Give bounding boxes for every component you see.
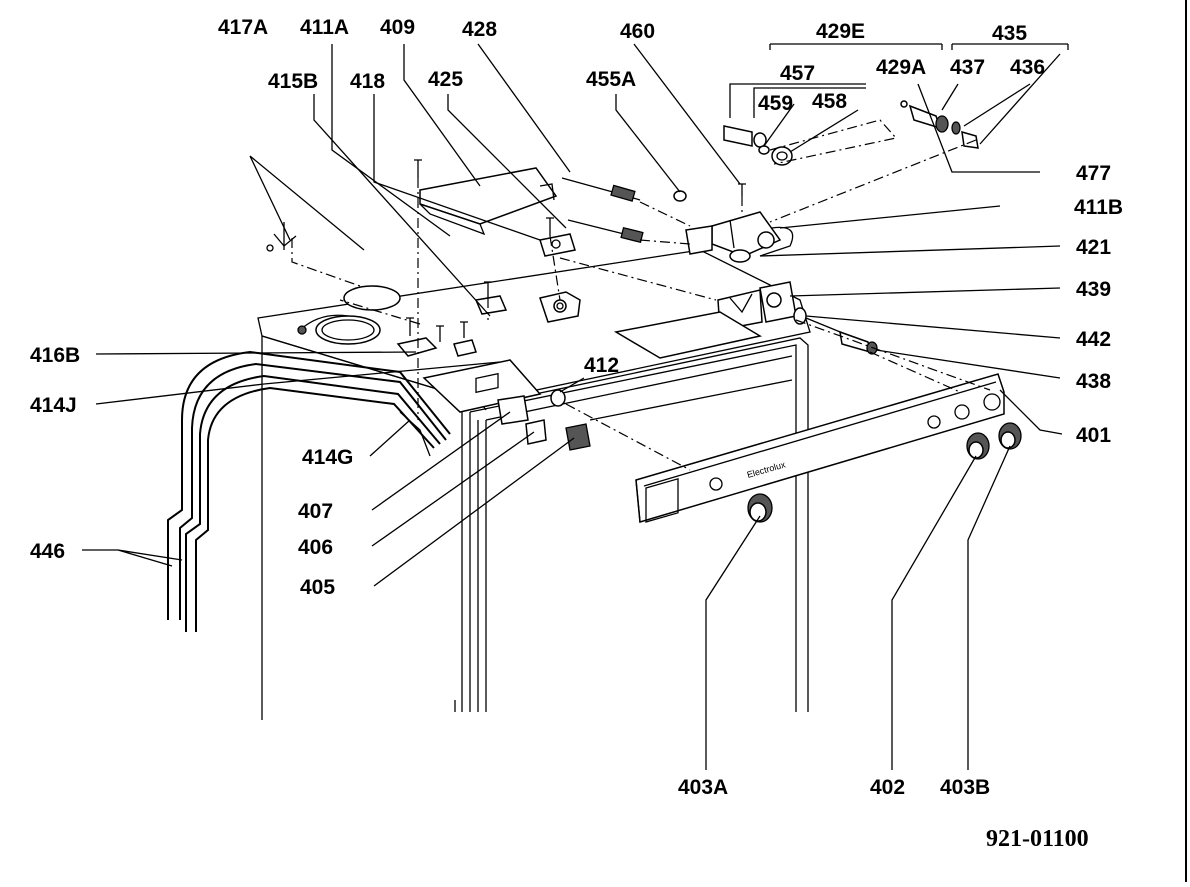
callout-460: 460 [620,20,655,43]
callout-425: 425 [428,68,463,91]
fitting-457 [723,125,767,148]
callout-403A: 403A [678,776,728,799]
callout-401: 401 [1076,424,1111,447]
callout-402: 402 [870,776,905,799]
burner-coil [297,285,401,345]
gas-valve-411B [685,211,794,263]
callout-459: 459 [758,92,793,115]
callout-429A: 429A [876,56,926,79]
callout-435: 435 [992,22,1027,45]
callout-439: 439 [1076,278,1111,301]
callout-437: 437 [950,56,985,79]
callout-411A: 411A [300,16,349,39]
callout-409: 409 [380,16,415,39]
callout-457: 457 [780,62,815,85]
nut-412 [550,389,566,407]
cable-bundle-446 [167,350,451,632]
callout-458: 458 [812,90,847,113]
mounting-plate [613,311,763,359]
bracket-418 [539,233,576,257]
callout-407: 407 [298,500,333,523]
callout-455A: 455A [586,68,636,91]
leader-lines [82,43,1069,770]
callout-414J: 414J [30,394,77,417]
switch-406 [525,419,547,445]
callout-406: 406 [298,536,333,559]
callout-446: 446 [30,540,65,563]
callout-417A: 417A [218,16,268,39]
callout-416B: 416B [30,344,80,367]
fitting-437 [908,104,949,133]
callout-403B: 403B [940,776,990,799]
adapter-477 [961,130,979,149]
callout-405: 405 [300,576,335,599]
screws [406,159,746,342]
callout-418: 418 [350,70,385,93]
callout-414G: 414G [302,446,353,469]
callout-412: 412 [584,354,619,377]
nut-455A [673,190,687,202]
knob-403A [747,493,773,523]
callout-411B: 411B [1074,196,1123,219]
thermocouple-428 [561,177,644,244]
nut-458 [771,146,793,166]
callout-442: 442 [1076,328,1111,351]
callout-labels: 417A 411A 409 428 460 429E 435 415B 418 … [30,16,1123,799]
switch-407 [497,395,529,425]
assembly-lines [291,119,991,471]
callout-436: 436 [1010,56,1045,79]
callout-415B: 415B [268,70,318,93]
switch-405 [565,423,591,451]
terminal-blocks [396,295,508,357]
callout-428: 428 [462,18,497,41]
thermostat-411A [539,291,581,323]
ball-429A [900,100,908,108]
callout-421: 421 [1076,236,1111,259]
washer-459 [758,145,770,155]
control-panel: Electrolux [635,373,1005,523]
knob-402 [966,432,990,460]
drawing-code: 921-01100 [986,826,1089,852]
knob-403B [998,422,1022,450]
cover-409 [419,167,558,236]
ring-436 [951,121,961,135]
callout-477: 477 [1076,162,1111,185]
callout-429E: 429E [816,20,865,43]
callout-438: 438 [1076,370,1111,393]
